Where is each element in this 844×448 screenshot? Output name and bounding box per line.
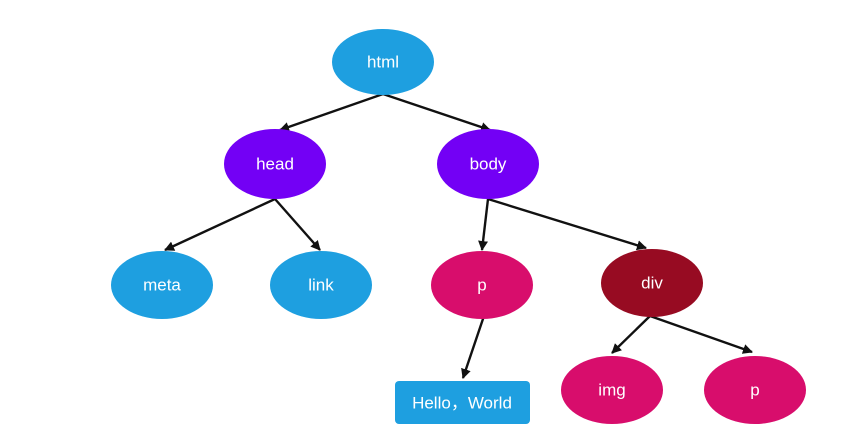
node-img: img xyxy=(561,356,663,424)
node-img-label: img xyxy=(598,381,625,400)
edge-head-meta xyxy=(164,197,276,252)
node-p-2: p xyxy=(704,356,806,424)
edge-body-p xyxy=(478,198,490,251)
node-head-shape xyxy=(224,129,326,199)
node-p: p xyxy=(431,251,533,319)
node-p-2-label: p xyxy=(750,381,759,400)
node-link: link xyxy=(270,251,372,319)
node-body-label: body xyxy=(470,155,507,174)
edge-html-body xyxy=(382,92,491,132)
node-html-shape xyxy=(332,29,434,95)
node-img-shape xyxy=(561,356,663,424)
node-div: div xyxy=(601,249,703,317)
node-p-shape xyxy=(431,251,533,319)
node-head-label: head xyxy=(256,155,294,174)
node-meta: meta xyxy=(111,251,213,319)
edge-p-text xyxy=(461,309,488,379)
node-p-2-shape xyxy=(704,356,806,424)
edge-head-link xyxy=(274,198,321,251)
node-meta-label: meta xyxy=(143,276,181,295)
edges xyxy=(164,92,753,379)
node-link-label: link xyxy=(308,276,334,295)
node-body-shape xyxy=(437,129,539,199)
node-body: body xyxy=(437,129,539,199)
node-div-label: div xyxy=(641,274,663,293)
node-text-shape xyxy=(395,381,530,424)
edge-div-img xyxy=(611,315,651,354)
node-link-shape xyxy=(270,251,372,319)
node-html-label: html xyxy=(367,53,399,72)
node-p-label: p xyxy=(477,276,486,295)
node-div-shape xyxy=(601,249,703,317)
edge-html-head xyxy=(279,92,384,132)
node-head: head xyxy=(224,129,326,199)
node-text-label: Hello，World xyxy=(412,394,512,413)
node-meta-shape xyxy=(111,251,213,319)
node-text: Hello，World xyxy=(395,381,530,424)
edge-body-div xyxy=(487,197,647,251)
edge-div-p xyxy=(649,314,753,354)
node-html: html xyxy=(332,29,434,95)
